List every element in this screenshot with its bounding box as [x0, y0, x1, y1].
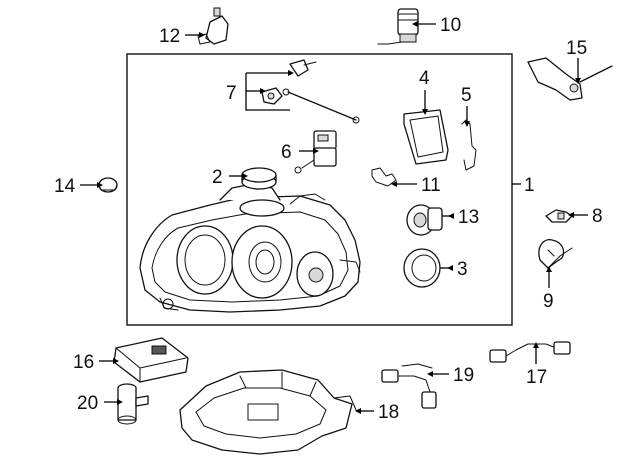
- callout-19: 19: [453, 365, 474, 386]
- callout-14: 14: [54, 176, 76, 197]
- callout-3: 3: [457, 259, 468, 280]
- halogen-bulb: [197, 7, 229, 45]
- leveling-sensor: [527, 57, 613, 101]
- callout-8: 8: [592, 206, 603, 227]
- callout-4: 4: [419, 68, 430, 89]
- callout-1: 1: [524, 175, 535, 196]
- callout-9: 9: [543, 291, 554, 312]
- plug-cap: [98, 177, 118, 193]
- turn-signal-bulb: [538, 239, 573, 269]
- side-marker-bulb: [545, 209, 573, 223]
- gasket-part: [403, 109, 449, 165]
- callout-20: 20: [77, 393, 98, 414]
- callout-6: 6: [281, 142, 292, 163]
- callout-11: 11: [421, 175, 441, 196]
- wiring-harness: [381, 363, 437, 409]
- wire-clip: [371, 167, 397, 187]
- connector-fitting: [117, 383, 149, 425]
- callout-7: 7: [226, 83, 237, 104]
- ballast-module: [113, 337, 189, 383]
- cap-part: [241, 167, 277, 190]
- callout-12: 12: [159, 26, 180, 47]
- bulb-socket: [406, 204, 443, 236]
- callout-15: 15: [566, 38, 587, 59]
- adjuster-screw: [261, 59, 360, 124]
- callout-18: 18: [378, 402, 399, 423]
- headlamp-housing: [139, 183, 361, 313]
- retaining-clip: [461, 119, 477, 171]
- callout-17: 17: [526, 367, 547, 388]
- assembly-frame: [126, 53, 513, 326]
- hid-bulb: [377, 8, 419, 45]
- callout-10: 10: [440, 15, 461, 36]
- callout-5: 5: [461, 85, 472, 106]
- mounting-bracket: [179, 369, 357, 455]
- leveling-motor: [294, 130, 337, 174]
- bulb-socket-ring: [403, 248, 441, 288]
- callout-16: 16: [73, 352, 94, 373]
- wiring-pigtail: [489, 341, 571, 363]
- callout-13: 13: [458, 207, 479, 228]
- callout-2: 2: [212, 167, 223, 188]
